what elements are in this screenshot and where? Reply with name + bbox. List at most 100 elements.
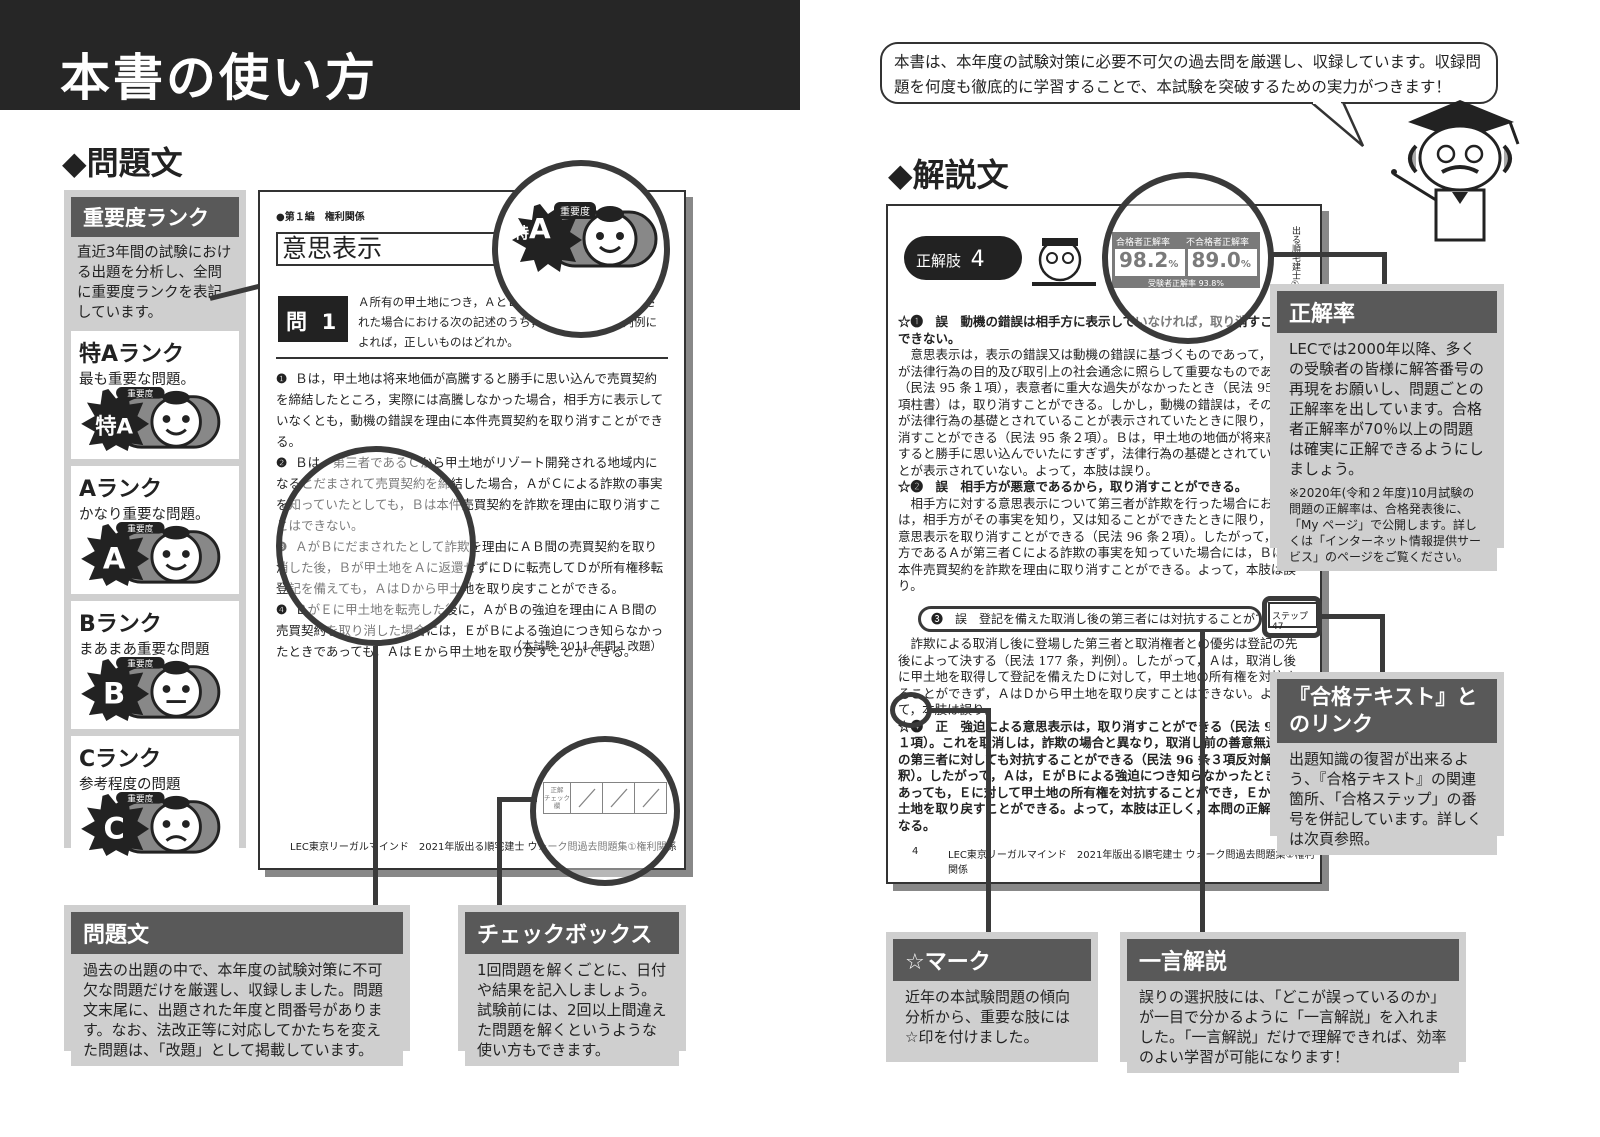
- connector-line: [1320, 614, 1384, 619]
- callout-star: ☆マーク 近年の本試験問題の傾向分析から、重要な肢には☆印を付けました。: [886, 932, 1098, 1062]
- tokuA-badge: 特A 重要度: [508, 202, 658, 272]
- rank-badge-mark: C: [103, 812, 124, 846]
- callout-rate-body: LECでは2000年以降、多くの受験者の皆様に解答番号の再現をお願いし、問題ごと…: [1277, 333, 1497, 483]
- section-title-mondai: ◆問題文: [62, 144, 183, 182]
- callout-star-head: ☆マーク: [893, 939, 1091, 981]
- choice-item: ❶ Ｂは，甲土地は将来地価が高騰すると勝手に思い込んで売買契約を締結したところ，…: [276, 368, 668, 452]
- explanation-line: 相手方に対する意思表示について第三者が詐欺を行った場合においては，相手方がその事…: [898, 495, 1302, 594]
- callout-mondai-body: 過去の出題の中で、本年度の試験対策に不可欠な問題だけを厳選し、収録しました。問題…: [71, 954, 403, 1066]
- callout-star-body: 近年の本試験問題の傾向分析から、重要な肢には☆印を付けました。: [893, 981, 1091, 1053]
- bubble-tail: [1309, 102, 1365, 147]
- badge-mark-prefix: 特: [514, 224, 530, 242]
- connector-line: [1382, 252, 1387, 288]
- rank-panel: 重要度ランク 直近3年間の試験におけ る出題を分析し、全問に重要度ランクを表記し…: [64, 190, 246, 864]
- magnifier-rate: [1102, 172, 1274, 344]
- callout-rate-note: ※2020年(令和２年度)10月試験の問題の正解率は、合格発表後に、「My ペー…: [1277, 483, 1497, 571]
- rank-name: 特Aランク: [79, 342, 185, 367]
- rank-name: Aランク: [79, 477, 163, 502]
- rank-card: 特Aランク最も重要な問題。重要度特A: [71, 331, 239, 459]
- explanation-line: 意思表示は，表示の錯誤又は動機の錯誤に基づくものであって，それが法律行為の目的及…: [898, 347, 1302, 478]
- magnifier-choices: [276, 446, 476, 646]
- rank-desc: まあまあ重要な問題: [79, 642, 210, 658]
- rank-desc: 参考程度の問題: [79, 777, 181, 793]
- sample-header: ●第１編 権利関係: [276, 212, 365, 223]
- rank-badge-label: 重要度: [127, 523, 153, 535]
- choice-number: ❷: [276, 455, 288, 470]
- page-title: 本書の使い方: [60, 49, 378, 107]
- speech-bubble: 本書は、本年度の試験対策に必要不可欠の過去問を厳選し、収録しています。収録問題を…: [880, 42, 1498, 104]
- explanation-lines: ☆❶ 誤 動機の錯誤は相手方に表示していなければ，取り消すことはできない。 意思…: [898, 314, 1302, 595]
- explanation-lines-2: 詐欺による取消し後に登場した第三者と取消権者との優劣は登記の先後によって決する（…: [898, 636, 1302, 834]
- page-title-bar: 本書の使い方: [0, 0, 800, 110]
- rank-badge-mark: 特A: [95, 414, 133, 440]
- page-number: 4: [912, 846, 919, 857]
- answer-label: 正解肢: [916, 252, 962, 270]
- callout-hitokoto-body: 誤りの選択肢には、「どこが誤っているのか」が一目で分かるように「一言解説」を入れ…: [1127, 981, 1459, 1073]
- question-label-text: 問: [286, 310, 307, 334]
- divider: [276, 357, 668, 359]
- step-tag: ステップ47: [1268, 602, 1318, 632]
- rank-badge-label: 重要度: [127, 793, 153, 805]
- callout-check-head: チェックボックス: [465, 912, 679, 954]
- connector-line: [1380, 614, 1385, 676]
- rank-badge-mark: A: [103, 542, 126, 576]
- badge-mark: 特A: [514, 212, 551, 245]
- connector-line: [497, 797, 537, 802]
- question-source: （本試験 2011 年問１改題）: [510, 639, 662, 653]
- answer-badge: 正解肢 4: [904, 236, 1022, 280]
- professor-mascot-icon: [1391, 100, 1520, 242]
- question-label: 問 1: [278, 296, 348, 342]
- callout-rate-head: 正解率: [1277, 291, 1497, 333]
- explanation-line: 詐欺による取消し後に登場した第三者と取消権者との優劣は登記の先後によって決する（…: [898, 636, 1298, 717]
- callout-mondai: 問題文 過去の出題の中で、本年度の試験対策に不可欠な問題だけを厳選し、収録しまし…: [64, 905, 410, 1066]
- answer-number: 4: [970, 247, 985, 272]
- rank-badge-mark: B: [103, 677, 125, 711]
- rank-name: Cランク: [79, 747, 162, 772]
- callout-check: チェックボックス 1回問題を解くごとに、日付や結果を記入しましょう。試験前には、…: [458, 905, 686, 1066]
- badge-label: 重要度: [554, 202, 596, 219]
- hitokoto-highlight: ❸ 誤 登記を備えた取消し後の第三者には対抗することができない。: [918, 606, 1262, 632]
- connector-line: [373, 646, 378, 906]
- explanation-sample-page: 正解肢 4 合格者正解率 不合格者正解率 98.2% 89.0% 受験者正解率 …: [886, 204, 1322, 884]
- question-number: 1: [321, 310, 337, 334]
- connector-line: [986, 708, 991, 934]
- step-tag-frame: [1262, 596, 1322, 638]
- rank-name: Bランク: [79, 612, 162, 637]
- connector-line: [930, 708, 990, 713]
- callout-mondai-head: 問題文: [71, 912, 403, 954]
- connector-line: [1200, 632, 1205, 934]
- section-title-kaisetsu: ◆解説文: [888, 156, 1009, 194]
- rank-badge-label: 重要度: [127, 658, 153, 670]
- explanation-line: ☆❷ 誤 相手方が悪意であるから，取り消すことができる。: [898, 479, 1248, 494]
- connector-line: [497, 797, 502, 905]
- sample-footer: LEC東京リーガルマインド 2021年版出る順宅建士 ウォーク問過去問題集①権利…: [948, 850, 1315, 876]
- magnifier-rank: 特A 重要度: [492, 160, 670, 338]
- callout-link-body: 出題知識の復習が出来るよう、『合格テキスト』の関連箇所、「合格ステップ」の番号を…: [1277, 743, 1497, 855]
- callout-link-head: 『合格テキスト』とのリンク: [1277, 679, 1497, 743]
- callout-check-body: 1回問題を解くごとに、日付や結果を記入しましょう。試験前には、2回以上間違えた問…: [465, 954, 679, 1066]
- callout-rate: 正解率 LECでは2000年以降、多くの受験者の皆様に解答番号の再現をお願いし、…: [1270, 284, 1504, 571]
- choice-text: Ｂは，甲土地は将来地価が高騰すると勝手に思い込んで売買契約を締結したところ，実際…: [276, 371, 664, 449]
- rank-badge-label: 重要度: [127, 388, 153, 400]
- star-mark-circle: [890, 692, 932, 728]
- rank-desc: かなり重要な問題。: [79, 507, 210, 523]
- explanation-line: ☆❹ 正 強迫による意思表示は，取り消すことができる（民法 96 条１項）。これ…: [898, 718, 1299, 833]
- sample-footer: LEC東京リーガルマインド 2021年版出る順宅建士 ウォーク問過去問題集①権利…: [290, 842, 677, 853]
- side-tab: 出る順宅建士①: [1290, 226, 1300, 290]
- rank-panel-head: 重要度ランク: [71, 197, 239, 237]
- sample-topic: 意思表示: [276, 232, 526, 266]
- choice-number: ❶: [276, 371, 288, 386]
- rank-panel-desc: 直近3年間の試験におけ る出題を分析し、全問に重要度ランクを表記しています。: [71, 237, 239, 331]
- callout-link: 『合格テキスト』とのリンク 出題知識の復習が出来るよう、『合格テキスト』の関連箇…: [1270, 672, 1504, 855]
- callout-hitokoto: 一言解説 誤りの選択肢には、「どこが誤っているのか」が一目で分かるように「一言解…: [1120, 932, 1466, 1073]
- teacher-mascot-icon: [1032, 238, 1096, 286]
- choice-number: ❹: [276, 602, 288, 617]
